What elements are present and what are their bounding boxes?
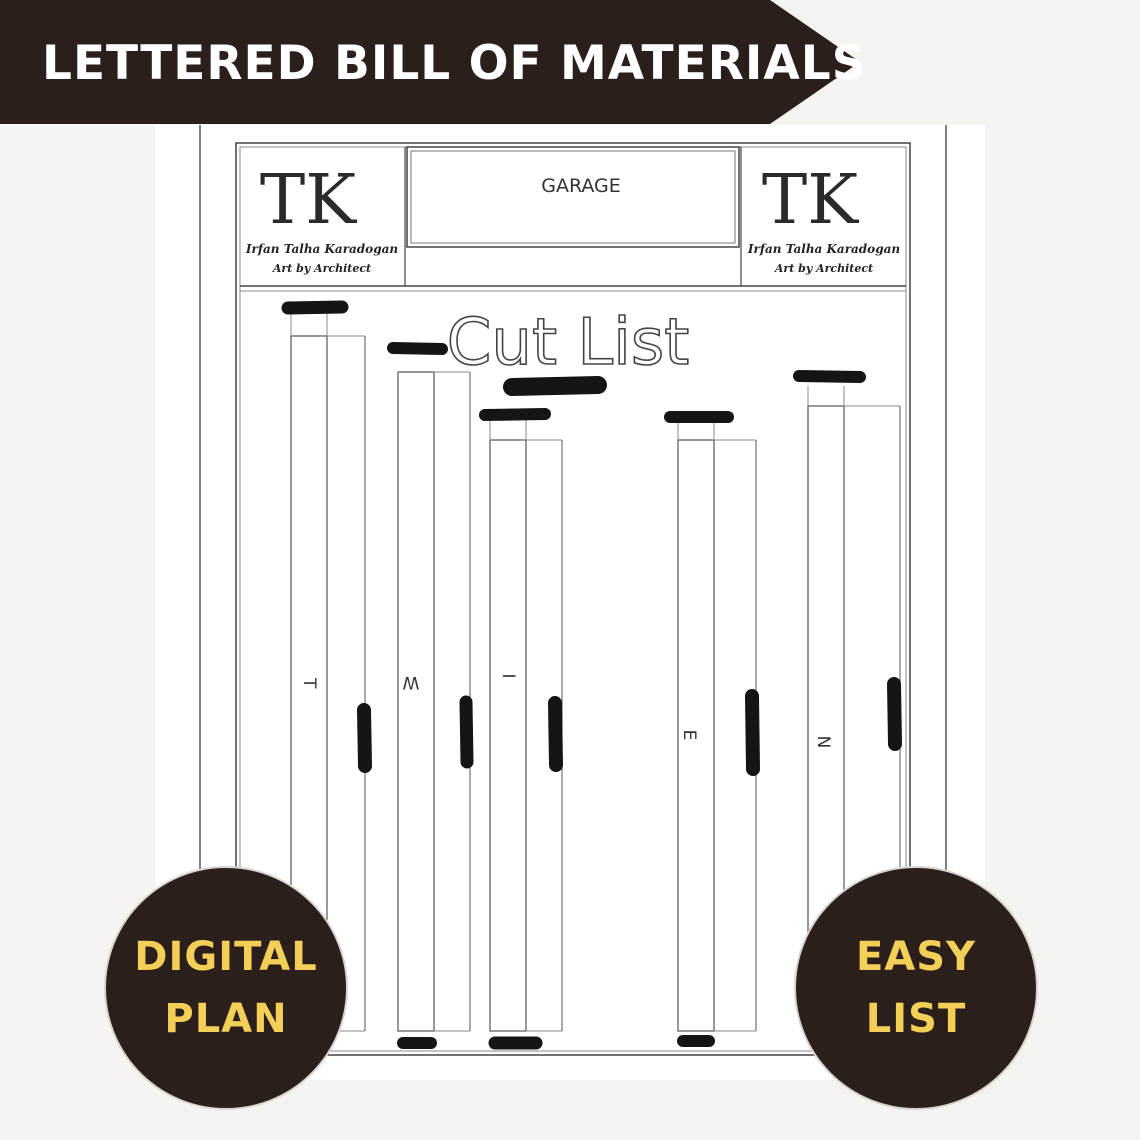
piece-letter: T: [299, 677, 319, 689]
project-name: GARAGE: [541, 175, 621, 197]
piece-outline: [677, 439, 715, 1032]
piece-letter: I: [498, 673, 518, 678]
logo-tagline: Art by Architect: [272, 262, 371, 275]
badge-line-1: DIGITAL: [134, 934, 318, 980]
piece-E: E: [664, 411, 760, 1047]
digital-plan-badge: DIGITAL PLAN: [104, 866, 348, 1110]
redaction-mark: [357, 703, 372, 773]
logo-tagline: Art by Architect: [774, 262, 873, 275]
piece-letter: W: [402, 672, 419, 692]
title-banner: [0, 0, 860, 124]
redaction-mark: [548, 696, 563, 772]
redaction-mark: [281, 300, 349, 315]
architect-logo-right: TK Irfan Talha Karadogan Art by Architec…: [747, 161, 900, 275]
redaction-mark: [479, 408, 551, 421]
architect-logo-left: TK Irfan Talha Karadogan Art by Architec…: [245, 161, 398, 275]
logo-monogram: TK: [260, 161, 357, 240]
piece-outline: [489, 439, 527, 1032]
piece-T: T: [281, 300, 372, 1032]
redaction-mark: [745, 689, 760, 776]
easy-list-badge: EASY LIST: [794, 866, 1038, 1110]
badge-line-2: PLAN: [164, 996, 288, 1042]
project-name-box: [406, 146, 740, 248]
drawing-frame: [235, 142, 911, 1056]
badge-line-1: EASY: [855, 934, 977, 980]
banner-title: LETTERED BILL OF MATERIALS: [42, 36, 867, 91]
drawing-frame-inner: [239, 146, 907, 1052]
redaction-mark: [459, 695, 474, 769]
logo-monogram: TK: [762, 161, 859, 240]
redaction-mark: [503, 376, 607, 396]
piece-letter: N: [813, 736, 833, 749]
redaction-mark: [793, 370, 866, 383]
badge-line-2: LIST: [865, 996, 967, 1042]
project-name-box-inner: [410, 150, 736, 244]
piece-W: W: [387, 342, 474, 1049]
cut-list-heading: Cut List: [447, 306, 690, 380]
logo-name: Irfan Talha Karadogan: [245, 242, 398, 256]
redaction-mark: [387, 342, 448, 355]
redaction-mark: [887, 677, 902, 751]
piece-I: I: [479, 408, 563, 1050]
piece-letter: E: [679, 730, 699, 741]
logo-name: Irfan Talha Karadogan: [747, 242, 900, 256]
piece-outline: [397, 371, 435, 1032]
